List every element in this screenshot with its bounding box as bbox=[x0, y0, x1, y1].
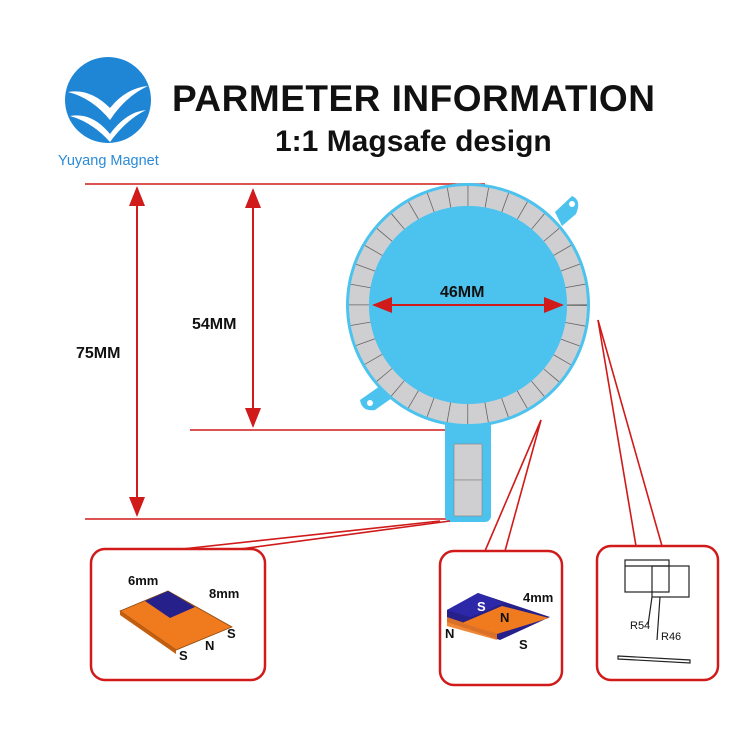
brand-name: Yuyang Magnet bbox=[58, 153, 159, 169]
pole-label: S bbox=[227, 626, 236, 641]
magnet-detail-1 bbox=[119, 590, 233, 654]
magnet-detail-2 bbox=[447, 593, 550, 640]
callout-leaders bbox=[181, 319, 663, 552]
pole-label: N bbox=[500, 610, 510, 625]
thickness-label: 4mm bbox=[523, 590, 554, 605]
inner-diameter-label: 46MM bbox=[440, 284, 485, 301]
ring-height-label: 54MM bbox=[192, 316, 237, 333]
width-b-label: 8mm bbox=[209, 586, 240, 601]
total-height-label: 75MM bbox=[76, 345, 121, 362]
dimension-lines bbox=[85, 183, 485, 520]
radius-outer-label: R54 bbox=[630, 620, 651, 632]
page-title: PARMETER INFORMATION bbox=[172, 78, 656, 119]
logo-icon bbox=[65, 57, 151, 143]
pole-label: N bbox=[205, 638, 215, 653]
radius-inner-label: R46 bbox=[661, 631, 682, 643]
width-a-label: 6mm bbox=[128, 573, 159, 588]
magsafe-ring bbox=[346, 183, 590, 522]
pole-label: N bbox=[445, 626, 455, 641]
pole-label: S bbox=[477, 599, 486, 614]
page-subtitle: 1:1 Magsafe design bbox=[275, 125, 552, 158]
pole-label: S bbox=[179, 648, 188, 663]
radius-drawing bbox=[617, 559, 691, 664]
pole-label: S bbox=[519, 637, 528, 652]
